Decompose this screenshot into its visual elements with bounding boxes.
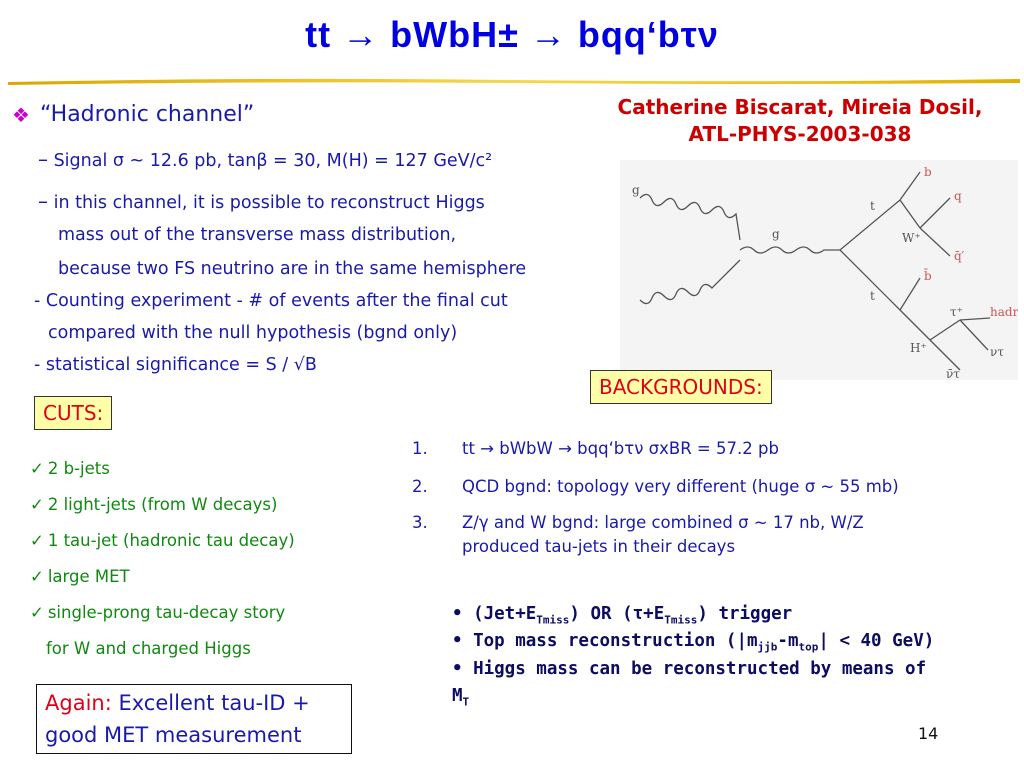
check-icon: ✓ (30, 531, 44, 550)
point-3-cont: compared with the null hypothesis (bgnd … (48, 323, 458, 343)
point-2-cont-b: because two FS neutrino are in the same … (58, 259, 527, 279)
trigger-line-3: • Higgs mass can be reconstructed by mea… (452, 659, 927, 679)
background-text: tt → bWbW → bqq‘bτν σxBR = 57.2 pb (462, 439, 779, 458)
slide-title: tt → bWbH± → bqq‘bτν (305, 14, 719, 55)
nu-line (959, 319, 989, 351)
antitop-line (839, 249, 901, 311)
label-w: W⁺ (902, 231, 921, 245)
bbar-line (899, 277, 921, 311)
trigger-sub: Tmiss (664, 613, 698, 627)
label-qbar: q̄′ (954, 249, 965, 263)
again-text-2: good MET measurement (45, 723, 302, 747)
cut-text: single-prong tau-decay story (47, 603, 286, 622)
trigger-text: M (452, 686, 463, 706)
nubar-line (929, 339, 961, 371)
point-3: - Counting experiment - # of events afte… (34, 291, 508, 311)
label-q: q (954, 189, 962, 203)
background-text: QCD bgnd: topology very different (huge … (462, 477, 899, 496)
background-num: 3. (412, 513, 428, 532)
cut-item: ✓single-prong tau-decay story (30, 603, 285, 622)
top-line (839, 199, 901, 251)
hadr-line (959, 317, 991, 321)
diamond-bullet-icon: ❖ (12, 102, 30, 127)
point-2: – in this channel, it is possible to rec… (38, 189, 485, 213)
label-b: b (924, 165, 932, 179)
point-1: – Signal σ ~ 12.6 pb, tanβ = 30, M(H) = … (38, 147, 493, 171)
point-4: - statistical significance = S / √B (34, 355, 317, 375)
reference-line: ATL-PHYS-2003-038 (688, 122, 912, 146)
label-hadr: hadr. (990, 305, 1018, 319)
feynman-diagram-svg: g g t t b q W⁺ q̄′ b̄ hadr. τ⁺ ντ H⁺ ν̄τ (632, 165, 1021, 381)
trigger-sub: T (462, 695, 470, 709)
cut-text: 1 tau-jet (hadronic tau decay) (47, 531, 295, 550)
again-text-1: Excellent tau-ID + (118, 691, 310, 715)
background-text: Z/γ and W bgnd: large combined σ ~ 17 nb… (462, 513, 864, 532)
check-icon: ✓ (30, 495, 44, 514)
main-bullet-text: “Hadronic channel” (39, 102, 255, 127)
label-t-bottom: t (870, 289, 875, 303)
point-1-text: Signal σ ~ 12.6 pb, tanβ = 30, M(H) = 12… (53, 151, 493, 171)
background-item: 1. tt → bWbW → bqq‘bτν σxBR = 57.2 pb (412, 439, 1012, 463)
trigger-text: • Top mass reconstruction (|m (452, 631, 758, 651)
trigger-text: ) trigger (697, 604, 793, 624)
point-2-text: in this channel, it is possible to recon… (53, 193, 485, 213)
point-2-cont-a: mass out of the transverse mass distribu… (58, 225, 457, 245)
backgrounds-label-box: BACKGROUNDS: (590, 370, 772, 404)
label-h: H⁺ (910, 341, 927, 355)
cut-item: ✓large MET (30, 567, 130, 586)
w-line (899, 199, 921, 229)
again-label: Again: (45, 691, 112, 715)
trigger-line-1: • (Jet+ETmiss) OR (τ+ETmiss) trigger (452, 604, 792, 627)
trigger-text: • (Jet+E (452, 604, 537, 624)
qbar-line (919, 227, 951, 257)
background-num: 1. (412, 439, 428, 458)
background-item: 2. QCD bgnd: topology very different (hu… (412, 477, 1012, 501)
again-box: Again: Excellent tau-ID + good MET measu… (36, 684, 352, 754)
trigger-text: -m (777, 631, 799, 651)
trigger-sub: top (798, 640, 819, 654)
again-line-1: Again: Excellent tau-ID + (45, 687, 343, 719)
cut-item: ✓2 b-jets (30, 459, 110, 478)
main-bullet: ❖ “Hadronic channel” (12, 102, 254, 127)
title-underline (8, 78, 1020, 85)
gluon-line-lower (639, 259, 741, 305)
background-item: 3. Z/γ and W bgnd: large combined σ ~ 17… (412, 513, 1012, 537)
trigger-sub: jjb (757, 640, 778, 654)
check-icon: ✓ (30, 603, 44, 622)
background-num: 2. (412, 477, 428, 496)
check-icon: ✓ (30, 459, 44, 478)
cut-text: 2 b-jets (47, 459, 110, 478)
label-nubar: ν̄τ (946, 367, 960, 380)
label-tau: τ⁺ (950, 305, 963, 319)
cut-item: ✓2 light-jets (from W decays) (30, 495, 277, 514)
check-icon: ✓ (30, 567, 44, 586)
feynman-diagram: g g t t b q W⁺ q̄′ b̄ hadr. τ⁺ ντ H⁺ ν̄τ (620, 160, 1021, 381)
cut-text: 2 light-jets (from W decays) (47, 495, 278, 514)
page-number: 14 (918, 724, 939, 743)
gluon-line-upper (639, 193, 741, 241)
trigger-line-2: • Top mass reconstruction (|mjjb-mtop| <… (452, 631, 934, 654)
tau-line (929, 319, 961, 341)
cuts-label-box: CUTS: (34, 396, 113, 430)
cut-text: large MET (47, 567, 130, 586)
higgs-line (899, 309, 931, 341)
trigger-sub: Tmiss (536, 613, 570, 627)
authors-line: Catherine Biscarat, Mireia Dosil, (617, 95, 983, 119)
label-bbar: b̄ (924, 267, 932, 283)
trigger-line-4: MT (452, 686, 469, 709)
label-g-left: g (632, 183, 640, 197)
label-g-mid: g (772, 227, 780, 241)
q-line (919, 197, 951, 229)
cut-item-cont: for W and charged Higgs (46, 639, 251, 658)
background-text: produced tau-jets in their decays (462, 537, 736, 556)
gluon-propagator (739, 246, 840, 254)
label-nu: ντ (990, 345, 1004, 359)
background-item-cont: produced tau-jets in their decays (412, 537, 1012, 561)
label-t-top: t (870, 199, 875, 213)
trigger-text: ) OR (τ+E (569, 604, 665, 624)
authors-reference: Catherine Biscarat, Mireia Dosil, ATL-PH… (580, 94, 1020, 148)
cut-item: ✓1 tau-jet (hadronic tau decay) (30, 531, 295, 550)
b-line (899, 171, 921, 201)
trigger-text: | < 40 GeV) (818, 631, 935, 651)
